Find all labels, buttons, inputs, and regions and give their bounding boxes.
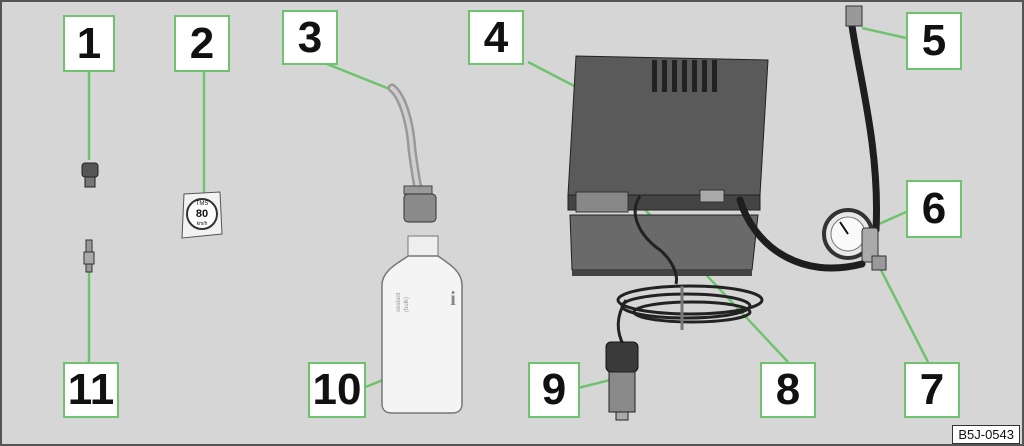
air-hose-part [736,22,880,272]
callout-4: 4 [468,10,524,65]
leader-4 [527,60,583,92]
callout-1: 1 [63,15,115,72]
callout-5: 5 [906,12,962,70]
leader-7 [878,267,930,363]
callout-11: 11 [63,362,119,418]
callout-8: 8 [760,362,816,418]
speed-sticker-part: TMS 80 km/h [181,191,223,239]
valve-tool-part [83,239,95,273]
deflate-valve-part [871,255,887,271]
compressor-part [567,55,769,276]
valve-core-part [81,162,99,188]
compressor-vent [652,60,717,92]
bottle-text-1: sealant [396,292,402,312]
sticker-speed-text: 80 [196,208,208,220]
pressure-gauge-part [822,208,879,263]
info-mark-icon: i [450,288,456,310]
sealant-bottle-part: i sealant (bulk) [381,235,463,414]
leader-5 [861,26,907,40]
callout-7: 7 [904,362,960,418]
filler-hose-part [387,83,437,223]
hose-connector-part [845,5,863,27]
leader-3 [321,60,393,92]
sticker-unit-text: km/h [197,221,208,227]
power-cable-part [616,195,764,347]
bottle-text-2: (bulk) [404,297,410,312]
callout-10: 10 [308,362,366,418]
callout-9: 9 [528,362,580,418]
figure-code-label: B5J-0543 [952,425,1020,444]
sticker-top-text: TMS [196,201,209,207]
callout-2: 2 [174,15,230,72]
callout-3: 3 [282,10,338,65]
cigarette-plug-part [605,341,639,421]
callout-6: 6 [906,180,962,238]
